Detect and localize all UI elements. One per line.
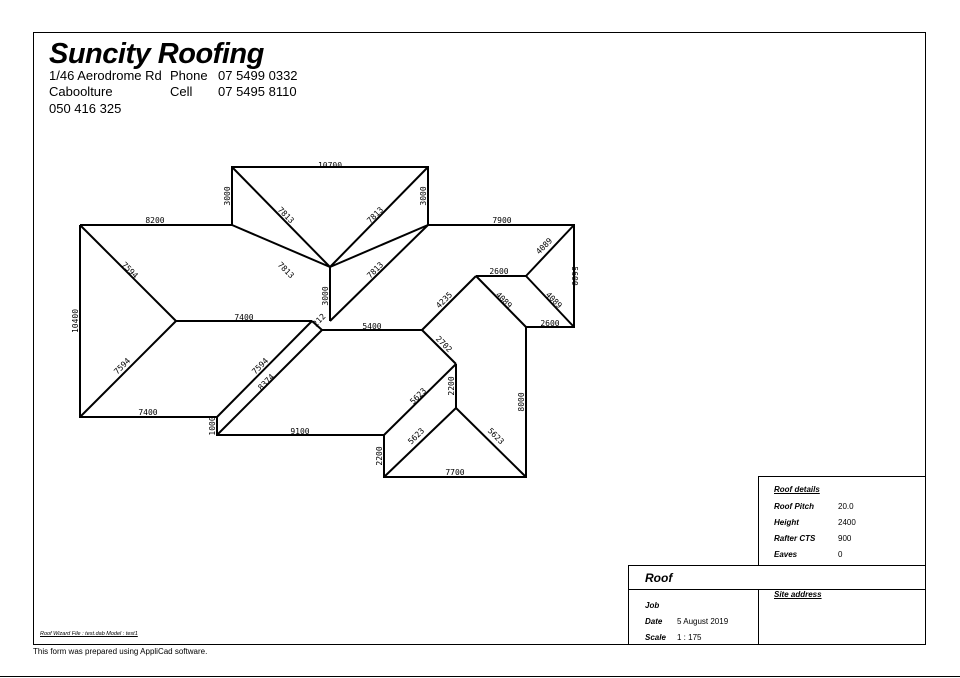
roof-pitch-label: Roof Pitch [774, 502, 814, 511]
drawing-sheet-border [33, 32, 926, 645]
eaves-value: 0 [838, 550, 843, 559]
dim-lower-ridge: 2200 [447, 376, 456, 395]
rafter-value: 900 [838, 534, 852, 543]
roof-outline [79, 166, 575, 478]
dim-top-ridge: 10700 [318, 161, 342, 170]
dim-ridge-short-1: 2600 [489, 267, 508, 276]
scale-label: Scale [645, 633, 666, 642]
file-note: Roof Wizard File : test.dab Model : test… [40, 631, 138, 637]
cell-label: Cell [170, 84, 193, 99]
date-value: 5 August 2019 [677, 617, 729, 626]
dim-gable-right: 3000 [419, 186, 428, 205]
dim-right-top: 7900 [492, 216, 511, 225]
dim-lower-hip-2: 5623 [406, 426, 426, 446]
dim-bottom-right: 7700 [445, 468, 464, 477]
company-name: Suncity Roofing [49, 38, 264, 70]
phone-number: 07 5499 0332 [218, 68, 298, 83]
date-label: Date [645, 617, 663, 626]
dim-centre-ridge: 5400 [362, 322, 381, 331]
dim-small: 212 [311, 312, 328, 329]
dim-left-hip-2: 7594 [112, 356, 132, 376]
site-address-box [758, 589, 926, 645]
height-label: Height [774, 518, 799, 527]
dim-right-end: 5600 [570, 266, 579, 285]
dim-bottom-centre: 9100 [290, 427, 309, 436]
dim-lower-hip-1: 5623 [408, 386, 428, 406]
dim-left-hip-1: 7594 [120, 260, 140, 280]
roof-details-heading: Roof details [774, 485, 820, 494]
rafter-label: Rafter CTS [774, 534, 816, 543]
height-value: 2400 [838, 518, 856, 527]
dim-lower-gable: 2200 [375, 446, 384, 465]
address-line-2: Caboolture [49, 84, 113, 99]
site-address-label: Site address [774, 590, 822, 599]
job-info-box [628, 589, 759, 645]
dim-hip-2: 4089 [494, 290, 514, 310]
address-line-1: 1/46 Aerodrome Rd [49, 68, 162, 83]
cell-number: 07 5495 8110 [218, 84, 297, 99]
title-bar [628, 565, 926, 590]
dim-step: 1000 [208, 416, 217, 435]
dim-hip-3: 4089 [544, 290, 564, 310]
eaves-label: Eaves [774, 550, 798, 559]
roof-pitch-value: 20.0 [838, 502, 854, 511]
dim-left-top: 8200 [145, 216, 164, 225]
page-bottom-rule [0, 676, 960, 677]
dim-lower-hip-3: 5623 [486, 426, 506, 446]
dim-left-bottom: 7400 [138, 408, 157, 417]
dim-rafter-3: 7813 [276, 260, 296, 280]
job-label: Job [645, 601, 660, 610]
dim-hip-1: 4089 [534, 236, 554, 256]
footer-note: This form was prepared using AppliCad so… [33, 647, 208, 656]
dim-right-side: 8000 [517, 392, 526, 411]
dimension-labels: 10700 8200 7900 3000 3000 3000 7813 7813… [71, 161, 579, 477]
dim-left-end: 10400 [71, 309, 80, 333]
roof-details-box [758, 476, 926, 566]
licence-number: 050 416 325 [49, 101, 122, 116]
scale-value: 1 : 175 [677, 633, 702, 642]
drawing-title: Roof [645, 571, 673, 585]
phone-label: Phone [170, 68, 208, 83]
dim-rafter-2: 7813 [365, 205, 385, 225]
dim-left-ridge: 7400 [234, 313, 253, 322]
dim-gable-centre: 3000 [321, 286, 330, 305]
dim-ridge-short-2: 2600 [540, 319, 559, 328]
dim-gable-left: 3000 [223, 186, 232, 205]
